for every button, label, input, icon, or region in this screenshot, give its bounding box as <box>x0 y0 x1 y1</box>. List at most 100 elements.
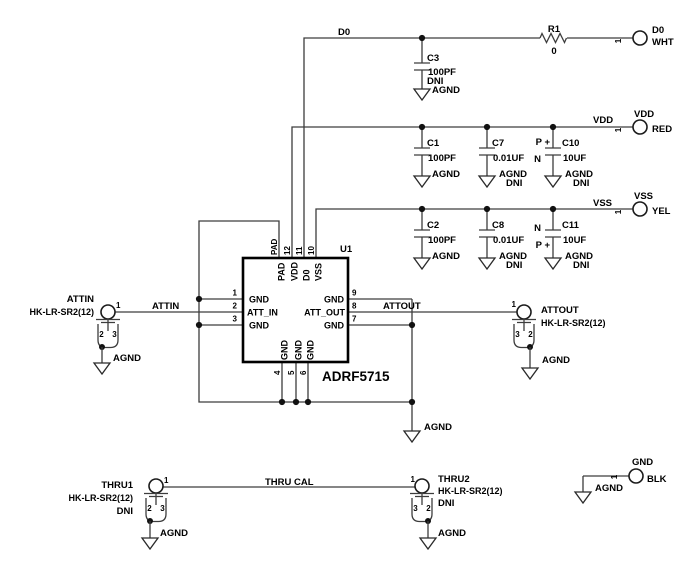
r1-ref-label: R1 <box>548 24 561 35</box>
attin-agnd-label: AGND <box>113 353 141 364</box>
r1-zigzag <box>539 31 568 45</box>
c1-agnd-label: AGND <box>432 169 460 180</box>
gnd-header-pin-number: 1 <box>610 474 619 479</box>
d0-header-color: WHT <box>652 37 674 48</box>
net-label-d0: D0 <box>338 27 350 38</box>
c7-agnd-label: AGND <box>499 169 527 180</box>
junction-dot <box>304 398 312 406</box>
capacitor-c10: P + N C10 10UF AGND DNI <box>534 127 593 189</box>
wire-vdd-rail <box>291 126 633 258</box>
ic-pin-name-gnd4: GND <box>280 340 290 361</box>
thru2-part-label: HK-LR-SR2(12) <box>438 486 503 496</box>
c11-value-label: 10UF <box>563 235 586 246</box>
thru1-part-label: HK-LR-SR2(12) <box>68 493 133 503</box>
ic-pin-num-5: 5 <box>287 370 296 375</box>
wire-pad-gnd-loop <box>198 220 412 403</box>
thru2-dni-label: DNI <box>438 498 454 509</box>
attin-pin1-number: 1 <box>116 301 121 310</box>
thru1-agnd-label: AGND <box>160 528 188 539</box>
c2-ref-label: C2 <box>427 220 439 231</box>
r1-value-label: 0 <box>551 46 556 57</box>
vss-net-label: VSS <box>593 198 612 209</box>
c11-agnd-label: AGND <box>565 251 593 262</box>
connector-thru2: 1 THRU2 HK-LR-SR2(12) DNI 3 2 AGND <box>410 474 503 551</box>
attout-pin2-number: 2 <box>528 330 533 339</box>
ic-pin-name-vdd: VDD <box>290 261 300 281</box>
attout-agnd-label: AGND <box>542 355 570 366</box>
c1-ref-label: C1 <box>427 138 440 149</box>
thru1-name-label: THRU1 <box>101 480 133 491</box>
ic-pin-num-7: 7 <box>352 315 357 324</box>
c8-ref-label: C8 <box>492 220 504 231</box>
c2-agnd-label: AGND <box>432 251 460 262</box>
vss-header-pin-icon <box>632 201 648 217</box>
connector-attin: ATTIN HK-LR-SR2(12) 1 2 3 AGND <box>29 294 141 376</box>
ic-pin-name-att-in: ATT_IN <box>247 308 278 318</box>
ic-pin-name-gnd7: GND <box>324 321 345 331</box>
ic-pin-name-gnd5: GND <box>294 340 304 361</box>
wire-ic-bottom-pins <box>281 362 309 402</box>
gnd-header-color: BLK <box>647 474 667 485</box>
c11-symbol <box>545 209 561 258</box>
gnd-header-agnd-label: AGND <box>595 483 623 494</box>
agnd-ground-icon <box>412 257 432 271</box>
agnd-ground-icon <box>402 430 422 444</box>
c2-value-label: 100PF <box>428 235 456 246</box>
thru1-pin3-number: 3 <box>160 504 165 513</box>
agnd-ground-icon <box>543 175 563 189</box>
agnd-ground-icon <box>412 175 432 189</box>
gnd-header-name: GND <box>632 457 653 468</box>
thru2-pin2-number: 2 <box>426 504 431 513</box>
d0-net-label: D0 <box>338 27 350 38</box>
capacitor-c1: C1 100PF AGND <box>412 127 460 189</box>
ic-pin-num-11: 11 <box>295 246 304 255</box>
c7-value-label: 0.01UF <box>493 153 524 164</box>
junction-dot <box>292 398 300 406</box>
thru1-pin2-number: 2 <box>147 504 152 513</box>
header-vdd: 1 VDD RED <box>614 109 672 135</box>
ic-pin-num-9: 9 <box>352 289 357 298</box>
vdd-net-label: VDD <box>593 115 613 126</box>
thru2-coax-icon <box>414 478 430 494</box>
wire-vss-rail <box>315 208 633 258</box>
c10-ref-label: C10 <box>562 138 579 149</box>
c3-ref-label: C3 <box>427 53 439 64</box>
c2-symbol <box>414 209 430 258</box>
agnd-ground-icon <box>418 537 438 551</box>
ic-agnd-label: AGND <box>424 422 452 433</box>
attin-net-label: ATTIN <box>152 301 179 312</box>
wires <box>115 37 633 492</box>
c10-symbol <box>545 127 561 176</box>
capacitor-c2: C2 100PF AGND <box>412 209 460 271</box>
junction-dot <box>418 123 426 131</box>
ic-pin-name-gnd6: GND <box>306 340 316 361</box>
ic-u1: U1 ADRF5715 PAD 12 11 10 PAD VDD D0 VSS … <box>233 238 390 384</box>
gnd-header-pin-icon <box>628 468 644 484</box>
header-d0: 1 D0 WHT <box>614 25 674 48</box>
c8-value-label: 0.01UF <box>493 235 524 246</box>
ic-part-number: ADRF5715 <box>322 369 390 384</box>
vdd-header-pin-icon <box>632 119 648 135</box>
agnd-ground-icon <box>140 537 160 551</box>
attin-part-label: HK-LR-SR2(12) <box>29 307 94 317</box>
resistor-r1: R1 0 <box>539 24 568 57</box>
junction-dot <box>408 398 416 406</box>
attout-coax-icon <box>516 304 532 320</box>
agnd-ground-icon <box>520 367 540 381</box>
header-vss: 1 VSS YEL <box>614 191 671 217</box>
attin-pin3-number: 3 <box>112 330 117 339</box>
agnd-ground-icon <box>477 175 497 189</box>
c1-symbol <box>414 127 430 176</box>
wire-gnd-header <box>582 475 629 492</box>
attout-net-label: ATTOUT <box>383 301 421 312</box>
c8-dni-label: DNI <box>506 260 522 271</box>
capacitor-c11: N P + C11 10UF AGND DNI <box>534 209 593 271</box>
c8-agnd-label: AGND <box>499 251 527 262</box>
thru2-name-label: THRU2 <box>438 474 470 485</box>
thru1-pin1-number: 1 <box>164 476 169 485</box>
attin-name-label: ATTIN <box>67 294 94 305</box>
capacitor-c7: C7 0.01UF AGND DNI <box>477 127 527 189</box>
agnd-ground-icon <box>543 257 563 271</box>
c3-agnd-label: AGND <box>432 85 460 96</box>
ic-pin-name-gnd1: GND <box>249 295 270 305</box>
